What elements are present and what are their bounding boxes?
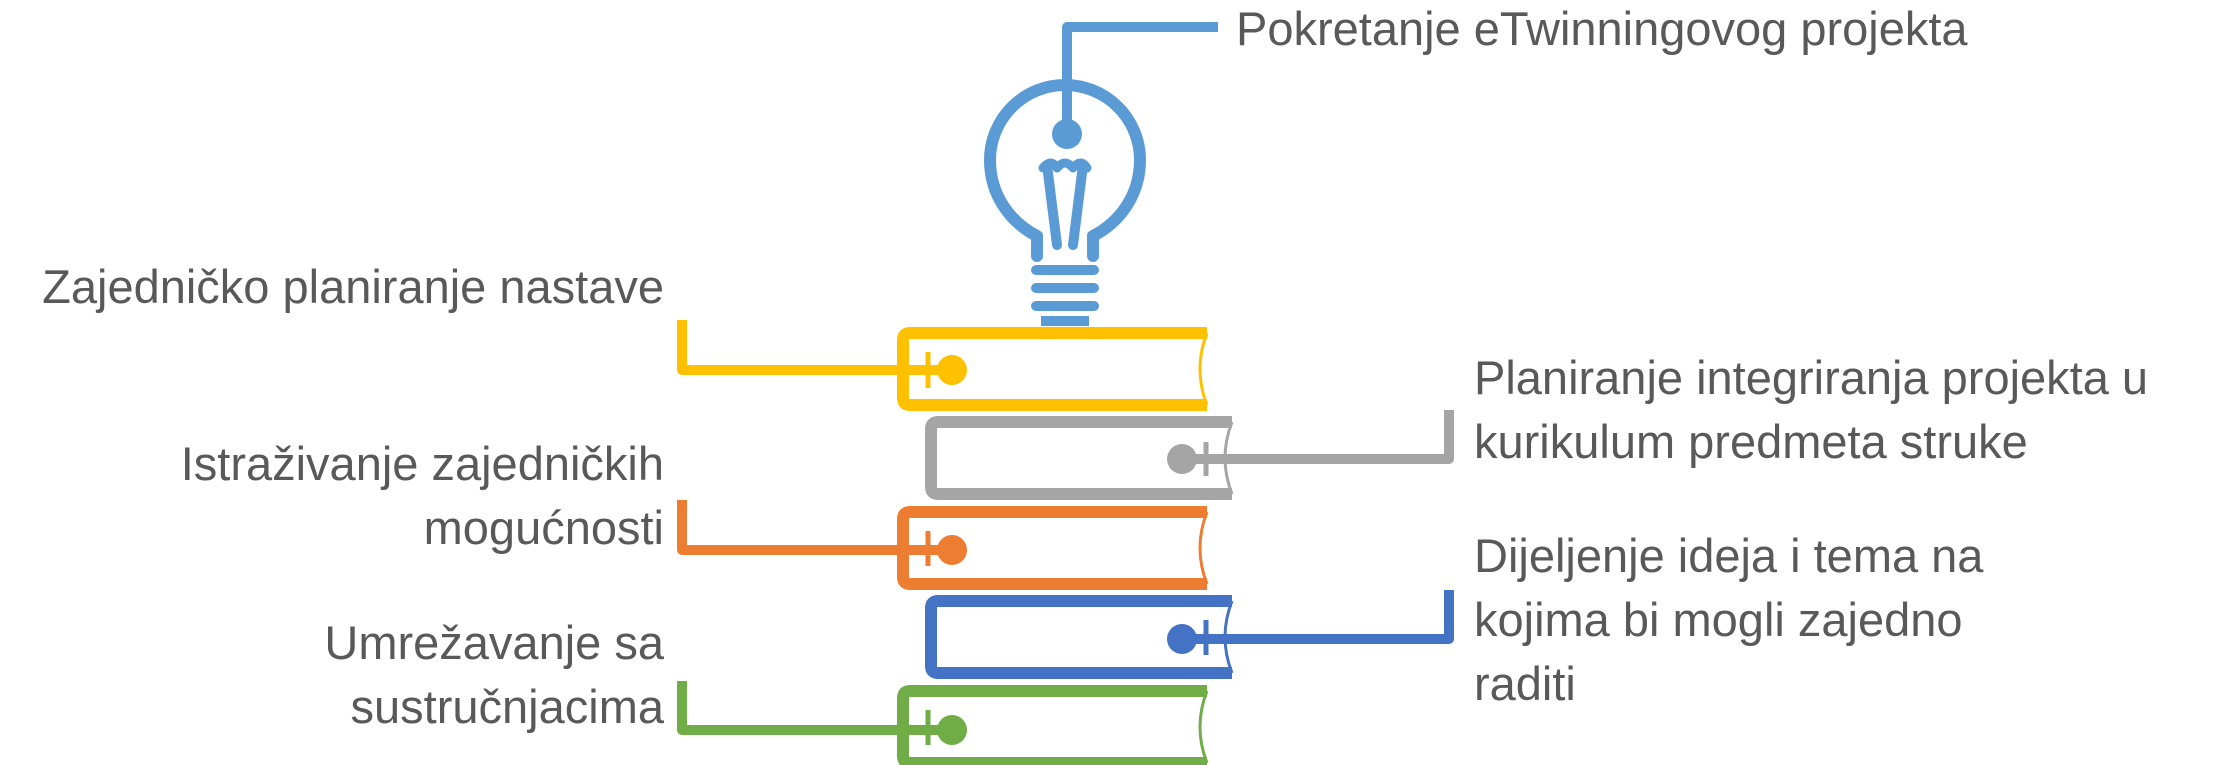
book-green-pages bbox=[1198, 690, 1209, 764]
book-yellow-dot bbox=[937, 355, 967, 385]
book-gray bbox=[925, 410, 1454, 500]
label-orange: Istraživanje zajedničkih mogućnosti bbox=[181, 432, 664, 560]
label-orange-line-1: Istraživanje zajedničkih bbox=[180, 437, 664, 490]
book-blue-connector bbox=[1182, 590, 1454, 644]
label-yellow: Zajedničko planiranje nastave bbox=[42, 255, 664, 319]
book-yellow-pages bbox=[1198, 332, 1209, 406]
label-bulb: Pokretanje eTwinningovog projekta bbox=[1236, 0, 1968, 61]
label-orange-line-2: mogućnosti bbox=[423, 501, 664, 554]
label-blue-line-1: Dijeljenje ideja i tema na bbox=[1474, 529, 1984, 582]
book-orange bbox=[677, 500, 1209, 590]
book-stack-icon bbox=[677, 320, 1454, 765]
book-gray-connector bbox=[1182, 410, 1454, 464]
label-green-line-2: sustručnjacima bbox=[350, 680, 664, 733]
bulb-connector-line bbox=[1062, 22, 1218, 134]
lightbulb-icon bbox=[984, 22, 1218, 326]
book-blue-dot bbox=[1167, 624, 1197, 654]
book-green-connector bbox=[677, 681, 952, 735]
label-blue: Dijeljenje ideja i tema na kojima bi mog… bbox=[1474, 524, 1983, 716]
label-bulb-line: Pokretanje eTwinningovog projekta bbox=[1236, 2, 1968, 55]
book-orange-connector bbox=[677, 500, 952, 555]
label-blue-line-3: raditi bbox=[1474, 657, 1576, 710]
book-blue-cover bbox=[925, 595, 1232, 679]
book-gray-cover bbox=[925, 416, 1232, 500]
bulb-base-cap bbox=[1041, 316, 1089, 326]
book-gray-dot bbox=[1167, 444, 1197, 474]
bulb-filament-coil bbox=[1038, 158, 1092, 173]
label-blue-line-2: kojima bi mogli zajedno bbox=[1474, 593, 1963, 646]
label-gray-line-1: Planiranje integriranja projekta u bbox=[1474, 351, 2149, 404]
book-yellow bbox=[677, 320, 1209, 411]
label-gray-line-2: kurikulum predmeta struke bbox=[1474, 415, 2028, 468]
bulb-connector-dot bbox=[1052, 119, 1082, 149]
label-green-line-1: Umrežavanje sa bbox=[324, 616, 664, 669]
label-yellow-line: Zajedničko planiranje nastave bbox=[42, 260, 664, 313]
bulb-filament bbox=[1042, 160, 1088, 250]
label-gray: Planiranje integriranja projekta u kurik… bbox=[1474, 346, 2148, 474]
book-orange-pages bbox=[1198, 511, 1209, 585]
book-blue bbox=[925, 590, 1454, 679]
book-green bbox=[677, 681, 1209, 765]
book-green-dot bbox=[937, 715, 967, 745]
book-orange-dot bbox=[937, 535, 967, 565]
book-yellow-connector bbox=[677, 320, 952, 375]
label-green: Umrežavanje sa sustručnjacima bbox=[324, 611, 664, 739]
